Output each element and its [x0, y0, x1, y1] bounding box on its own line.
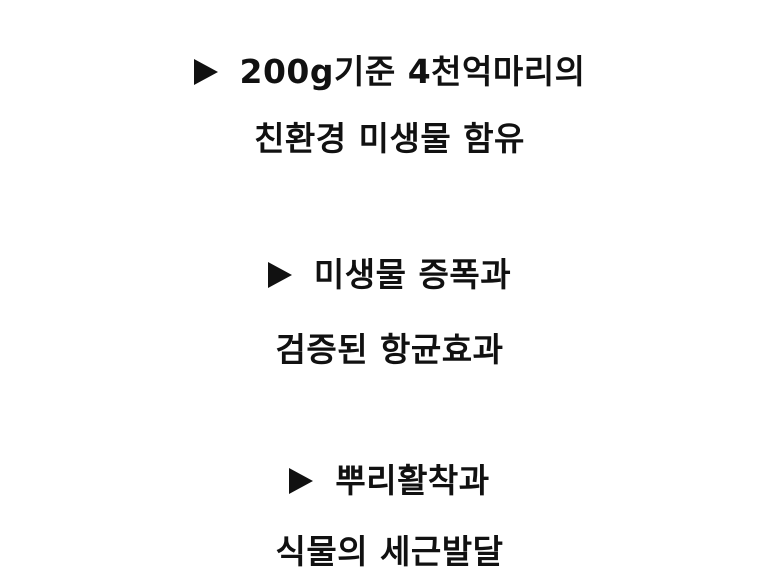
feature-2-heading-row: 미생물 증폭과 [0, 255, 779, 295]
feature-1-heading-row: 200g기준 4천억마리의 [0, 52, 779, 92]
triangle-right-icon [267, 262, 292, 288]
feature-3-heading-row: 뿌리활착과 [0, 461, 779, 501]
triangle-right-icon [193, 59, 218, 85]
feature-2-heading: 미생물 증폭과 [313, 255, 512, 294]
feature-1-detail: 친환경 미생물 함유 [254, 119, 525, 158]
feature-3-heading: 뿌리활착과 [335, 461, 490, 500]
triangle-right-icon [289, 468, 314, 494]
feature-3-detail: 식물의 세근발달 [275, 532, 504, 571]
feature-2-detail: 검증된 항균효과 [275, 330, 504, 369]
feature-1-heading: 200g기준 4천억마리의 [239, 52, 586, 91]
